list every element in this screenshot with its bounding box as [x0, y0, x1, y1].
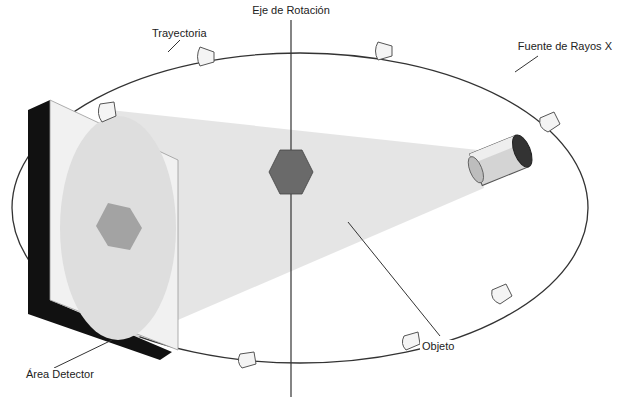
axis-label: Eje de Rotación [250, 4, 332, 17]
projected-hexagon [96, 203, 142, 250]
trajectory-label: Trayectoria [150, 27, 209, 40]
rotation-axis [290, 20, 291, 397]
position-markers [98, 42, 560, 368]
leader-lines [54, 40, 538, 368]
xray-source [464, 132, 536, 187]
object-label: Objeto [420, 340, 456, 353]
trajectory-ellipse [12, 53, 588, 363]
detector-face [50, 100, 178, 350]
object-hexagon [269, 150, 313, 194]
detector-projection [60, 116, 176, 340]
source-label: Fuente de Rayos X [516, 40, 614, 53]
detector-label: Área Detector [24, 368, 96, 381]
